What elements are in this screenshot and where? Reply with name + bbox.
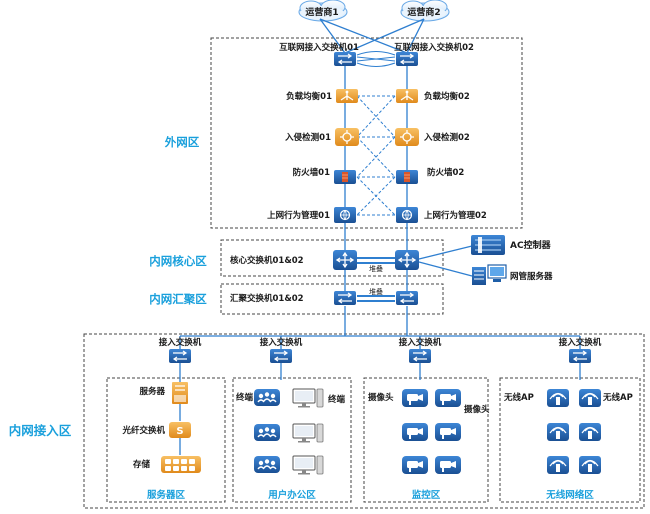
- wireless-ap-icon: [546, 388, 570, 408]
- storage-icon: [161, 456, 201, 473]
- camera-icon: [402, 389, 428, 407]
- terminal-icon: [253, 423, 281, 442]
- ids-01-icon: [334, 127, 360, 147]
- access-switch-server-label: 接入交换机: [159, 337, 202, 348]
- server-zone-title: 服务器区: [147, 489, 186, 501]
- camera-icon: [435, 389, 461, 407]
- storage-label: 存储: [132, 459, 151, 470]
- wireless-zone-border: [499, 377, 641, 503]
- isp-1-label: 运营商1: [305, 6, 338, 18]
- ac-controller-icon: [470, 234, 506, 256]
- camera-icon: [435, 456, 461, 474]
- firewall-02-icon: [395, 169, 419, 185]
- desktop-pc-icon: [292, 388, 324, 408]
- monitor-zone-title: 监控区: [412, 489, 441, 501]
- aggregation-zone-title: 内网汇聚区: [149, 292, 207, 306]
- server-icon: [172, 382, 188, 404]
- terminal-icon: [253, 388, 281, 407]
- desktop-pc-icon: [292, 423, 324, 443]
- terminal-label-left: 终端: [235, 392, 254, 403]
- camera-label-left: 摄像头: [368, 392, 394, 403]
- core-switch-label: 核心交换机01&02: [230, 255, 304, 266]
- outer-zone-title: 外网区: [164, 135, 200, 149]
- desktop-pc-icon: [292, 455, 324, 475]
- isp-2-label: 运营商2: [407, 6, 440, 18]
- core-zone-title: 内网核心区: [149, 254, 207, 268]
- load-balancer-02-label: 负载均衡02: [424, 91, 470, 102]
- agg-switch-02-icon: [395, 290, 419, 306]
- monitor-zone-border: [363, 377, 489, 503]
- server-label: 服务器: [139, 386, 165, 397]
- access-switch-wireless-label: 接入交换机: [559, 337, 602, 348]
- svg-text:S: S: [176, 426, 183, 437]
- internet-switch-interlink: [356, 51, 396, 67]
- behavior-mgmt-01-label: 上网行为管理01: [267, 210, 330, 221]
- ids-02-label: 入侵检测02: [423, 132, 470, 143]
- load-balancer-01-icon: [335, 88, 359, 104]
- access-switch-wireless-icon: [568, 348, 592, 364]
- server-zone-border: [106, 377, 226, 503]
- wireless-ap-icon: [578, 422, 602, 442]
- nms-server-icon: [471, 264, 507, 286]
- access-switch-office-icon: [269, 348, 293, 364]
- cross-links: [356, 95, 396, 216]
- agg-stack-label: 堆叠: [369, 287, 383, 296]
- office-zone-border: [232, 377, 352, 503]
- wireless-ap-icon: [546, 422, 570, 442]
- access-zone-border: [83, 333, 645, 509]
- camera-label-right: 摄像头: [464, 404, 490, 415]
- firewall-01-icon: [333, 169, 357, 185]
- stack-links: [357, 257, 395, 302]
- terminal-icon: [253, 455, 281, 474]
- office-zone-title: 用户办公区: [267, 489, 316, 501]
- access-switch-office-label: 接入交换机: [260, 337, 303, 348]
- wireless-zone-title: 无线网络区: [545, 489, 594, 501]
- access-switch-monitor-label: 接入交换机: [399, 337, 442, 348]
- ids-02-icon: [394, 127, 420, 147]
- core-stack-label: 堆叠: [369, 264, 383, 273]
- terminal-label-right: 终端: [327, 394, 346, 405]
- fiber-switch-icon: S: [169, 422, 191, 438]
- access-switch-server-icon: [168, 348, 192, 364]
- outer-zone-border: [210, 37, 523, 229]
- agg-switch-01-icon: [333, 290, 357, 306]
- wireless-ap-icon: [578, 388, 602, 408]
- behavior-mgmt-02-label: 上网行为管理02: [424, 210, 487, 221]
- fiber-switch-label: 光纤交换机: [121, 425, 165, 436]
- uplink-lines: [179, 18, 581, 455]
- behavior-mgmt-02-icon: [395, 206, 419, 224]
- internet-switch-02-icon: [395, 51, 419, 67]
- internet-switch-01-icon: [333, 51, 357, 67]
- internet-switch-01-label: 互联网接入交换机01: [279, 42, 359, 53]
- access-zone-title: 内网接入区: [9, 423, 72, 438]
- camera-icon: [435, 423, 461, 441]
- agg-switch-label: 汇聚交换机01&02: [230, 293, 304, 304]
- behavior-mgmt-01-icon: [333, 206, 357, 224]
- isp-cloud-2: 运营商2: [400, 0, 450, 22]
- wireless-ap-icon: [578, 455, 602, 475]
- isp-cloud-1: 运营商1: [298, 0, 348, 22]
- ac-controller-label: AC控制器: [510, 239, 552, 251]
- camera-icon: [402, 423, 428, 441]
- zone-borders: [83, 37, 645, 509]
- wireless-ap-icon: [546, 455, 570, 475]
- camera-icon: [402, 456, 428, 474]
- core-zone-border: [220, 239, 444, 277]
- load-balancer-01-label: 负载均衡01: [286, 91, 332, 102]
- nms-server-label: 网管服务器: [510, 271, 553, 282]
- wireless-ap-label-right: 无线AP: [602, 392, 633, 403]
- internet-switch-02-label: 互联网接入交换机02: [394, 42, 474, 53]
- access-switch-monitor-icon: [408, 348, 432, 364]
- ids-01-label: 入侵检测01: [284, 132, 331, 143]
- firewall-01-label: 防火墙01: [293, 167, 330, 178]
- firewall-02-label: 防火墙02: [427, 167, 464, 178]
- core-switch-02-icon: [394, 249, 420, 271]
- core-switch-01-icon: [332, 249, 358, 271]
- aggregation-zone-border: [220, 283, 444, 315]
- wireless-ap-label-left: 无线AP: [503, 392, 534, 403]
- load-balancer-02-icon: [395, 88, 419, 104]
